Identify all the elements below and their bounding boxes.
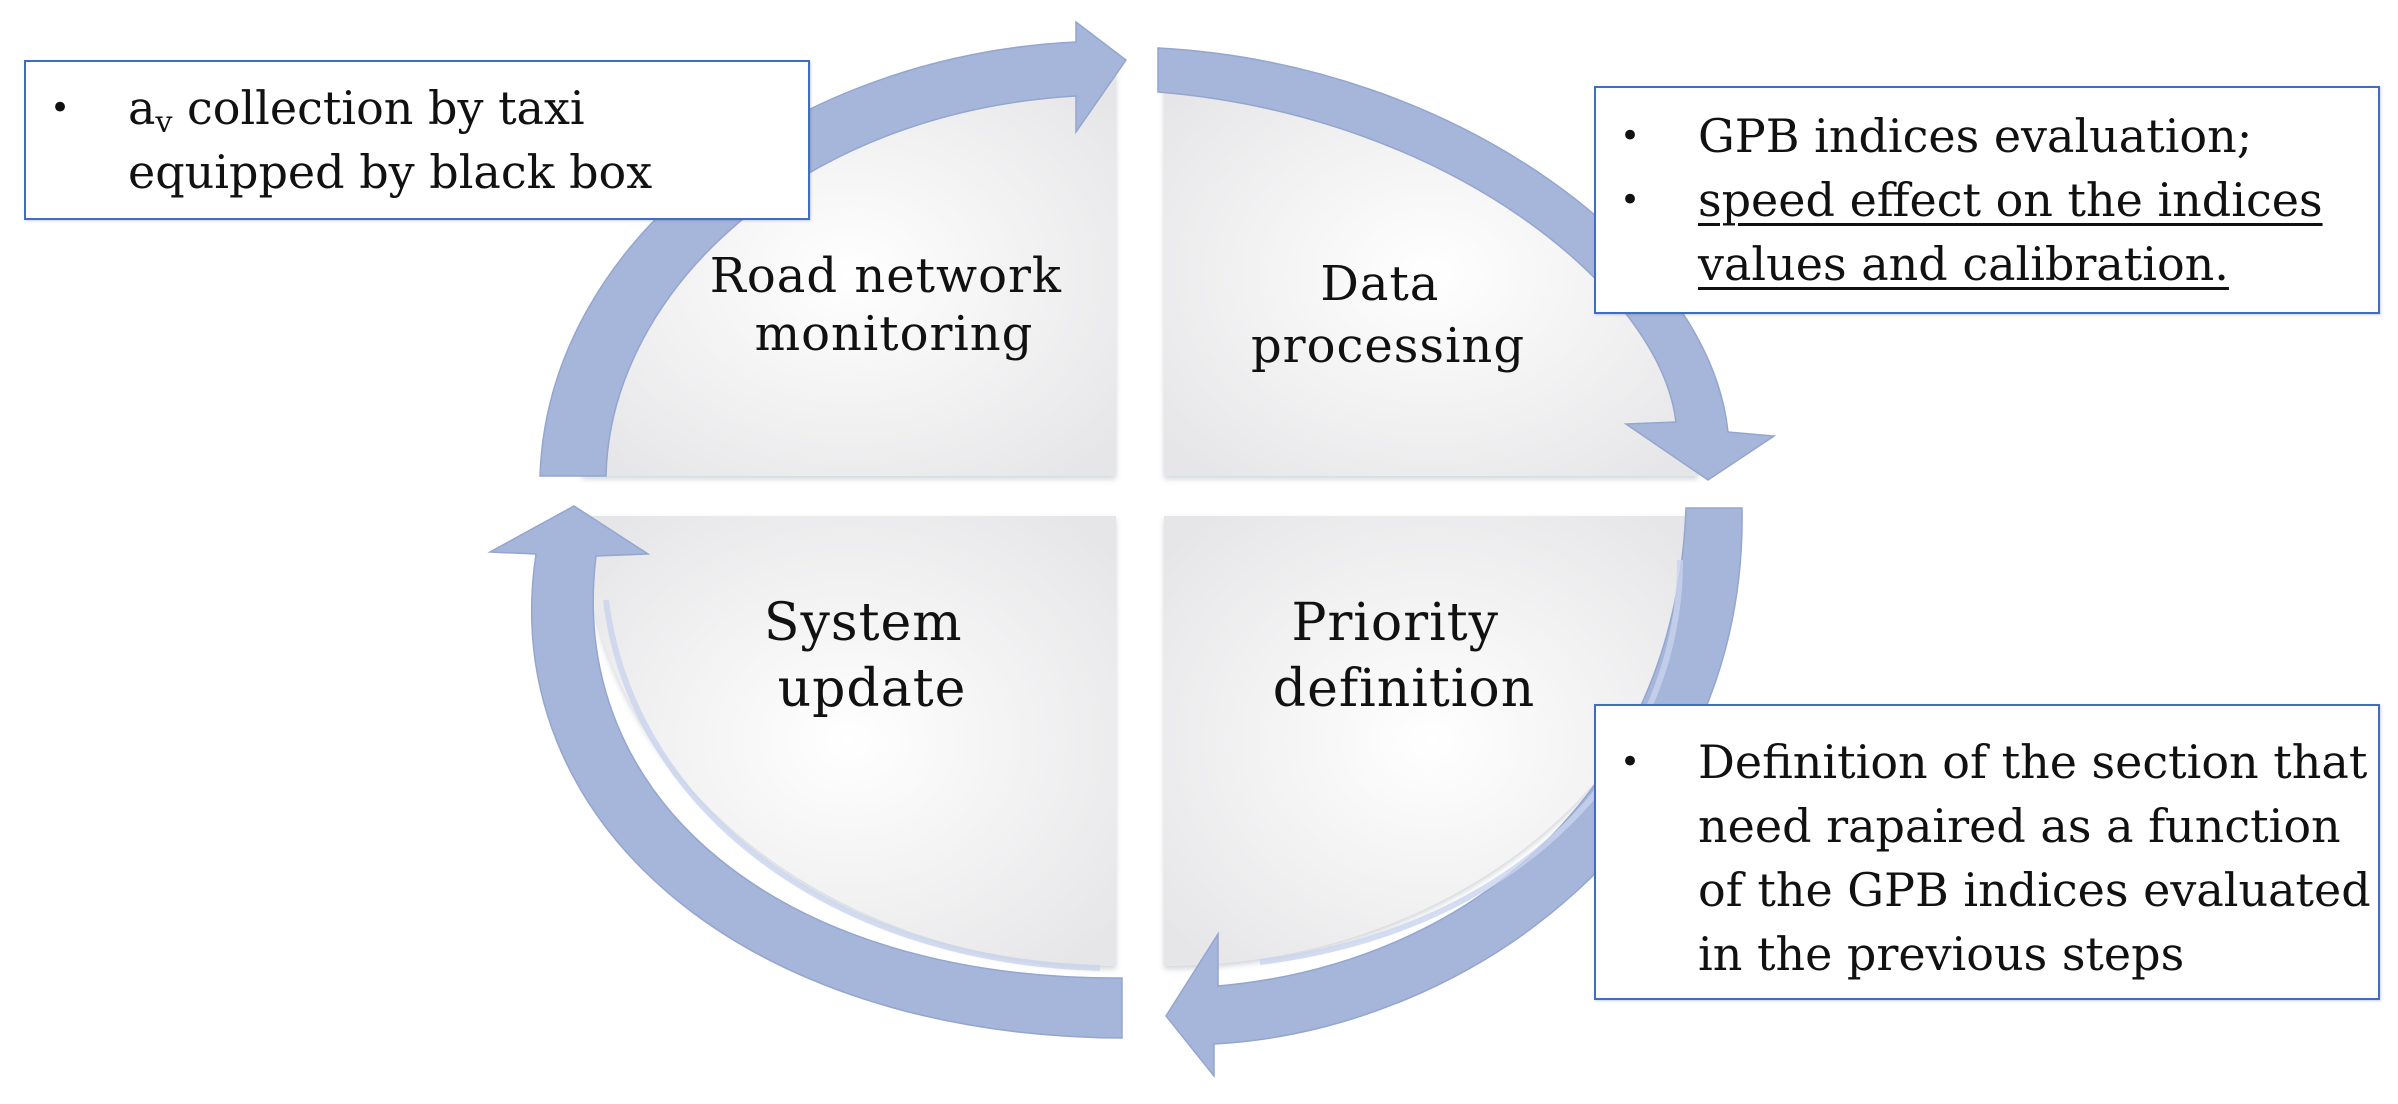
quadrant-label-system-update: System update [764,593,980,719]
quadrant-top-right [1164,71,1698,476]
cycle-arrow-icon [1157,47,1777,481]
note-road-network-monitoring: av collection by taxi equipped by black … [24,60,810,220]
quadrant-label-road-network-monitoring: Road network monitoring [710,248,1079,362]
quadrant-bottom-right [1164,516,1698,967]
cycle-arrow-icon [539,20,1128,477]
note-priority-definition: Definition of the section that need rapa… [1594,704,2380,1000]
quadrant-top-left [582,71,1116,476]
note-data-processing: GPB indices evaluation; speed effect on … [1594,86,2380,314]
cycle-arrow-icon [487,505,1123,1039]
quadrant-label-data-processing: Data processing [1251,256,1525,374]
quadrant-fills [582,71,1698,967]
bullet-item-underlined: speed effect on the indices values and c… [1596,168,2378,296]
bullet-item: GPB indices evaluation; [1596,104,2378,168]
bullet-item: av collection by taxi equipped by black … [26,76,808,204]
quadrant-bottom-left [582,516,1116,967]
bullet-item: Definition of the section that need rapa… [1596,730,2378,986]
quadrant-labels: Road network monitoring Data processing … [710,248,1535,719]
quadrant-label-priority-definition: Priority definition [1273,593,1535,719]
cycle-arrow-highlights [603,559,1683,971]
